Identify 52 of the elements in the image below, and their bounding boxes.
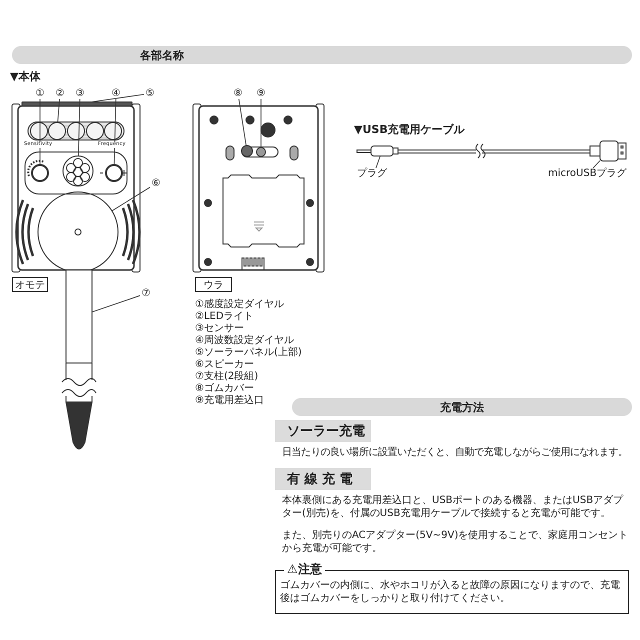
- leader-line: [238, 98, 247, 146]
- view-label: オモテ: [12, 277, 48, 292]
- caution-heading: ⚠注意: [284, 562, 325, 576]
- section-subheading: ▼本体: [10, 70, 42, 84]
- callout-number: ①: [34, 88, 46, 99]
- callout-number: ⑤: [144, 88, 156, 99]
- leader-line: [260, 98, 262, 148]
- callout-number: ⑧: [232, 88, 244, 99]
- part-label: プラグ: [357, 168, 391, 179]
- list-item: ⑤ソーラーパネル(上部): [195, 347, 303, 359]
- leader-line: [92, 295, 140, 312]
- led-light: [48, 122, 66, 140]
- list-item: ⑦支柱(2段組): [195, 371, 260, 383]
- callout-number: ④: [110, 88, 122, 99]
- leader-line: [57, 98, 60, 123]
- solar-panel: [22, 102, 132, 106]
- callout-number: ②: [54, 88, 66, 99]
- body-text: また、別売りのACアダプター(5V~9V)を使用することで、家庭用コンセントから充電が可能です。: [282, 530, 630, 555]
- view-label: ウラ: [195, 277, 232, 292]
- speaker: [38, 192, 118, 272]
- leader-line: [90, 94, 144, 102]
- callout-number: ⑦: [140, 288, 152, 299]
- caution-text: ゴムカバーの内側に、水やホコリが入ると故障の原因になりますので、充電後はゴムカバーをしっかりと取り付けてください。: [280, 579, 621, 605]
- callout-number: ⑨: [255, 88, 267, 99]
- list-item: ③センサー: [195, 323, 245, 334]
- leader-line: [376, 156, 381, 168]
- body-text: 日当たりの良い場所に設置いただくと、自動で充電しながらご使用になれます。: [282, 447, 629, 460]
- section-banner: 充電方法: [292, 398, 632, 416]
- body-text: 本体裏側にある充電用差込口と、USBポートのある機器、またはUSBアダプター(別売)を、付属のUSB充電用ケーブルで接続すると充電が可能です。: [282, 495, 624, 520]
- usb-plug: [600, 140, 618, 162]
- part-label: microUSBプラグ: [548, 168, 628, 179]
- list-item: ⑨充電用差込口: [195, 395, 265, 408]
- leader-line: [112, 186, 150, 212]
- section-subheading: ▼USB充電用ケーブル: [354, 123, 466, 137]
- leader-line: [114, 98, 116, 166]
- motion-sensor: [62, 156, 94, 186]
- callout-number: ⑥: [150, 178, 162, 189]
- leader-line: [592, 160, 600, 168]
- section-banner: 各部名称: [12, 46, 632, 64]
- callout-number: ③: [74, 88, 86, 99]
- leader-line: [78, 98, 80, 156]
- list-item: ④周波数設定ダイヤル: [195, 335, 295, 346]
- list-item: ②LEDライト: [195, 311, 255, 324]
- section-heading: ソーラー充電: [275, 420, 371, 442]
- list-item: ⑧ゴムカバー: [195, 383, 255, 394]
- support-pole: [66, 270, 92, 364]
- list-item: ①感度設定ダイヤル: [195, 299, 285, 312]
- plug: [370, 146, 394, 156]
- section-heading: 有 線 充 電: [275, 468, 371, 490]
- dial-knob: [31, 164, 49, 182]
- dial-knob: [105, 164, 123, 182]
- list-item: ⑥スピーカー: [195, 359, 255, 370]
